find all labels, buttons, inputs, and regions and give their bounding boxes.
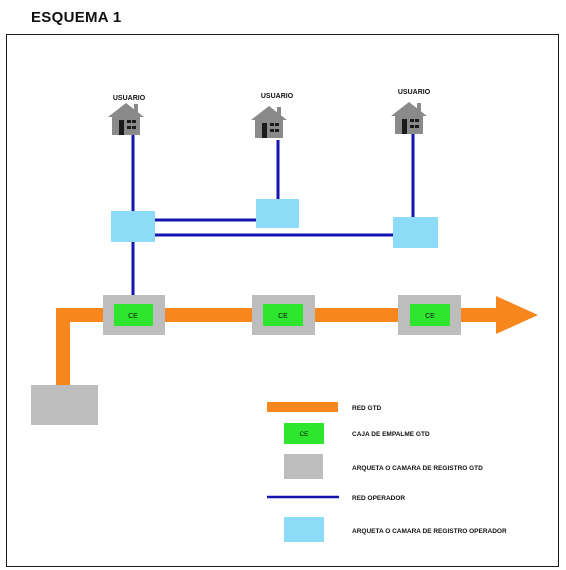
splice-box-label: CE <box>278 313 288 320</box>
house-icon <box>391 102 427 134</box>
gtd-arrow-head <box>496 296 538 334</box>
legend-swatch-splice-box <box>284 423 324 444</box>
gtd-line-vertical <box>56 308 70 388</box>
gtd-line-corner <box>56 308 106 322</box>
splice-box-2: CE <box>252 295 315 335</box>
splice-box-1: CE <box>103 295 165 335</box>
legend-swatch-gtd-chamber <box>284 454 323 479</box>
user-middle: USUARIO <box>251 93 294 138</box>
operator-chamber-middle <box>256 199 299 228</box>
legend-label-operator-chamber: ARQUETA O CAMARA DE REGISTRO OPERADOR <box>352 528 507 535</box>
legend: RED GTD CE CAJA DE EMPALME GTD ARQUETA O… <box>267 402 507 542</box>
operator-chamber-right <box>393 217 438 248</box>
house-icon <box>108 103 144 135</box>
house-icon <box>251 106 287 138</box>
diagram-frame <box>6 34 559 567</box>
gtd-chamber-start <box>31 385 98 425</box>
splice-box-label: CE <box>128 313 138 320</box>
user-label: USUARIO <box>113 95 146 102</box>
operator-network <box>131 134 415 295</box>
legend-label-gtd-chamber: ARQUETA O CAMARA DE REGISTRO GTD <box>352 465 483 472</box>
splice-box-label: CE <box>425 313 435 320</box>
diagram-title: ESQUEMA 1 <box>31 9 122 26</box>
operator-chamber-left <box>111 211 155 242</box>
legend-swatch-red-gtd <box>267 402 338 412</box>
splice-box-3: CE <box>398 295 461 335</box>
legend-swatch-operator-chamber <box>284 517 324 542</box>
user-label: USUARIO <box>398 89 431 96</box>
user-right: USUARIO <box>391 89 431 134</box>
legend-label-splice-box: CAJA DE EMPALME GTD <box>352 431 430 438</box>
legend-label-red-operador: RED OPERADOR <box>352 495 405 502</box>
legend-label-red-gtd: RED GTD <box>352 405 382 412</box>
user-label: USUARIO <box>261 93 294 100</box>
user-left: USUARIO <box>108 95 146 135</box>
legend-swatch-splice-label: CE <box>299 431 309 438</box>
